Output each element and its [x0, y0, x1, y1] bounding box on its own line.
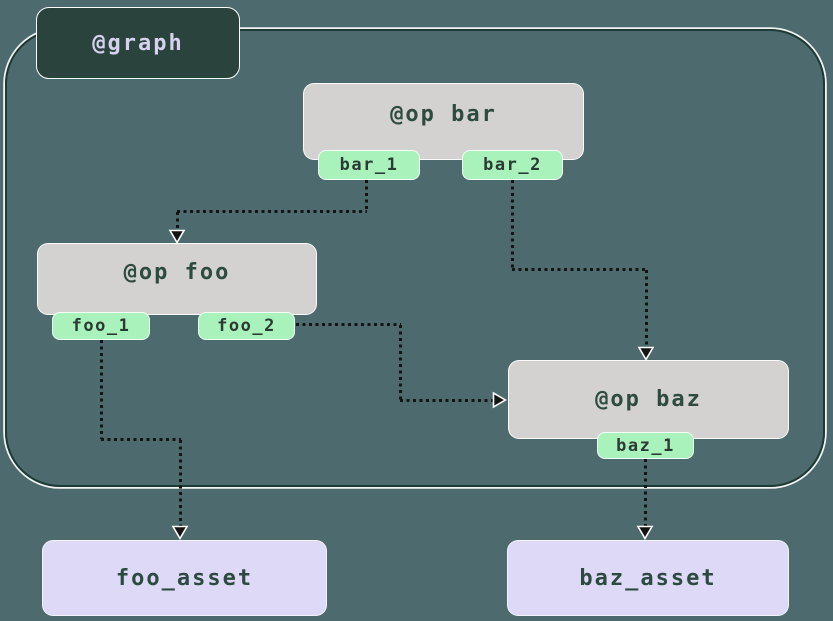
output-tab-bar-2: bar_2 — [462, 150, 563, 180]
output-tab-bar-1-label: bar_1 — [339, 155, 399, 175]
edge-segment — [176, 212, 179, 231]
output-tab-foo-1: foo_1 — [52, 312, 150, 340]
asset-node-foo: foo_asset — [42, 540, 327, 616]
output-tab-baz-1: baz_1 — [597, 432, 694, 459]
arrowhead-down-icon — [636, 525, 654, 541]
graph-container-border — [5, 29, 825, 487]
asset-node-baz: baz_asset — [507, 540, 789, 616]
edge-segment — [512, 268, 647, 271]
edge-segment — [296, 323, 401, 326]
op-node-baz: @op baz — [508, 360, 789, 439]
arrowhead-down-icon — [171, 525, 189, 541]
output-tab-bar-1: bar_1 — [318, 150, 420, 180]
edge-segment — [399, 325, 402, 400]
edge-segment — [400, 399, 494, 402]
arrowhead-right-icon — [492, 391, 508, 409]
output-tab-bar-2-label: bar_2 — [483, 155, 542, 175]
op-baz-label: @op baz — [595, 387, 702, 412]
op-node-foo: @op foo — [37, 243, 317, 315]
edge-segment — [177, 210, 367, 213]
op-foo-label: @op foo — [123, 260, 231, 285]
graph-badge-label: @graph — [92, 30, 184, 56]
output-tab-foo-2-label: foo_2 — [217, 316, 276, 336]
edge-segment — [645, 270, 648, 347]
graph-badge: @graph — [36, 7, 240, 79]
arrowhead-down-icon — [637, 346, 655, 362]
asset-baz-label: baz_asset — [579, 565, 717, 591]
op-bar-label: @op bar — [390, 102, 497, 127]
edge-segment — [511, 180, 514, 270]
asset-foo-label: foo_asset — [115, 565, 254, 591]
output-tab-foo-1-label: foo_1 — [71, 316, 131, 336]
edge-segment — [644, 459, 647, 527]
edge-segment — [101, 438, 181, 441]
output-tab-baz-1-label: baz_1 — [616, 435, 675, 456]
op-node-bar: @op bar — [303, 83, 584, 160]
edge-segment — [179, 440, 182, 527]
edge-segment — [365, 180, 368, 212]
output-tab-foo-2: foo_2 — [198, 312, 295, 340]
edge-segment — [100, 340, 103, 439]
arrowhead-down-icon — [168, 229, 186, 245]
